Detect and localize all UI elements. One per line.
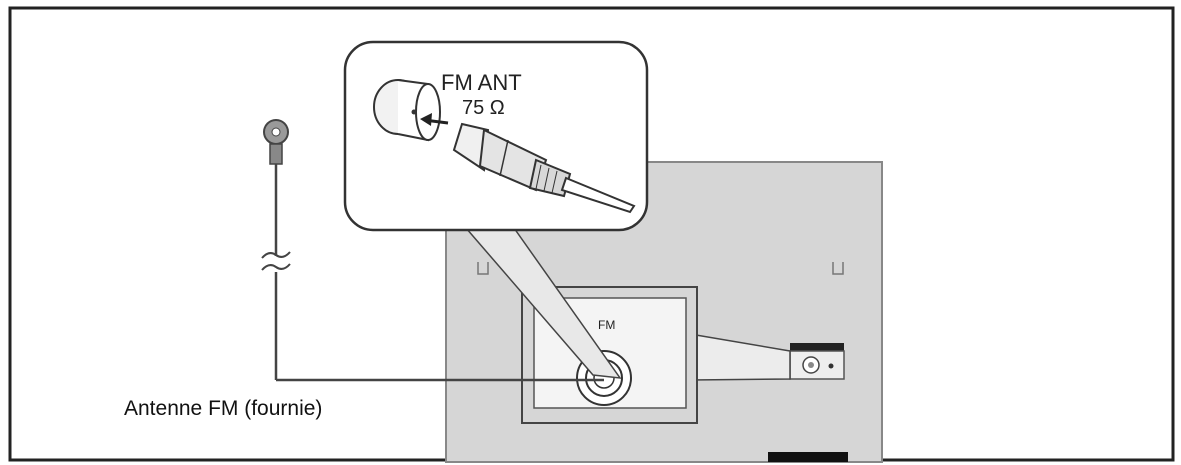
mount-hook-right bbox=[832, 262, 844, 275]
zoom-callout-bubble bbox=[343, 40, 649, 232]
impedance-label: 75 Ω bbox=[462, 97, 505, 119]
fm-antenna-wire bbox=[261, 119, 604, 382]
antenna-plug-icon bbox=[452, 122, 636, 214]
antenna-caption: Antenne FM (fournie) bbox=[124, 397, 323, 420]
bottom-connector bbox=[768, 452, 848, 462]
fm-socket-icon bbox=[373, 79, 441, 142]
fm-ant-title: FM ANT bbox=[441, 70, 522, 95]
fm-ant-mini-label bbox=[790, 343, 844, 351]
insert-arrow-icon bbox=[420, 113, 449, 126]
fm-port-label: FM bbox=[598, 318, 616, 332]
wire-break-icon bbox=[261, 251, 291, 271]
mount-hook-left bbox=[477, 262, 489, 275]
